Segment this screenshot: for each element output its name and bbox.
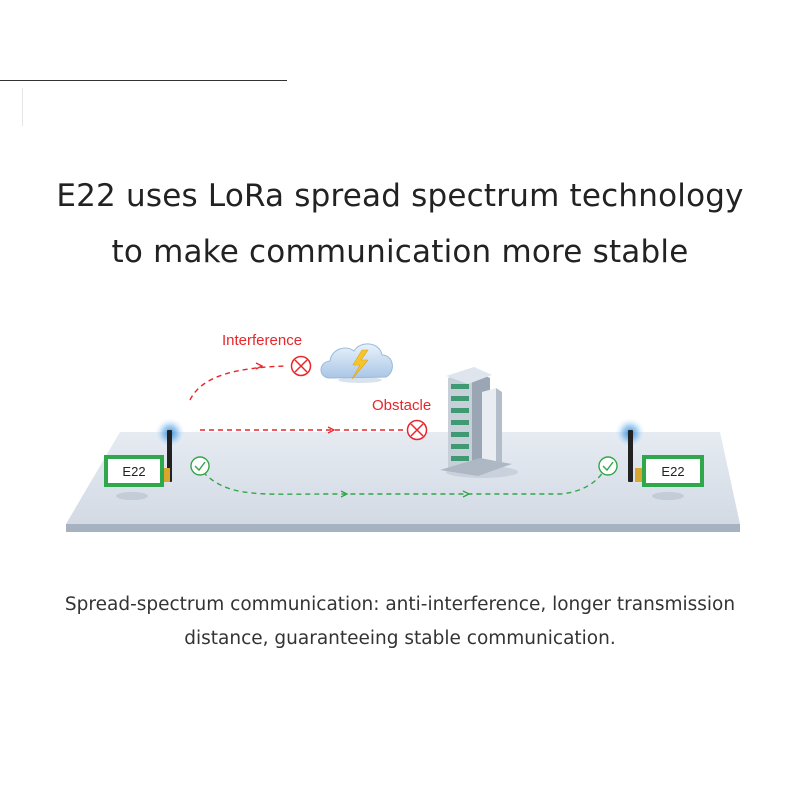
obstacle-label: Obstacle bbox=[372, 397, 431, 414]
platform bbox=[66, 432, 740, 532]
module-right: E22 bbox=[614, 417, 704, 500]
lora-diagram: Interference Obstacle bbox=[66, 332, 740, 532]
cloud-lightning-icon bbox=[320, 343, 393, 383]
caption: Spread-spectrum communication: anti-inte… bbox=[40, 588, 760, 656]
left-tick bbox=[22, 88, 23, 126]
building-icon bbox=[440, 367, 518, 478]
interference-label: Interference bbox=[222, 332, 302, 349]
interference-arrows bbox=[255, 362, 336, 434]
success-arrows bbox=[340, 490, 471, 498]
check-circle-icon bbox=[598, 456, 618, 476]
module-left: E22 bbox=[104, 417, 186, 500]
page-title: E22 uses LoRa spread spectrum technology… bbox=[0, 168, 800, 280]
title-line-1: E22 uses LoRa spread spectrum technology bbox=[56, 178, 744, 214]
title-line-2: to make communication more stable bbox=[111, 234, 689, 270]
interference-path bbox=[189, 365, 405, 431]
blocked-x-icon bbox=[290, 355, 312, 377]
module-right-label: E22 bbox=[661, 464, 684, 479]
module-left-label: E22 bbox=[122, 464, 145, 479]
top-rule bbox=[0, 80, 287, 81]
success-path bbox=[202, 471, 604, 495]
check-circle-icon bbox=[190, 456, 210, 476]
caption-line-1: Spread-spectrum communication: anti-inte… bbox=[64, 594, 736, 615]
blocked-x-icon bbox=[406, 419, 428, 441]
caption-line-2: distance, guaranteeing stable communicat… bbox=[184, 628, 616, 649]
building-windows bbox=[451, 384, 469, 461]
